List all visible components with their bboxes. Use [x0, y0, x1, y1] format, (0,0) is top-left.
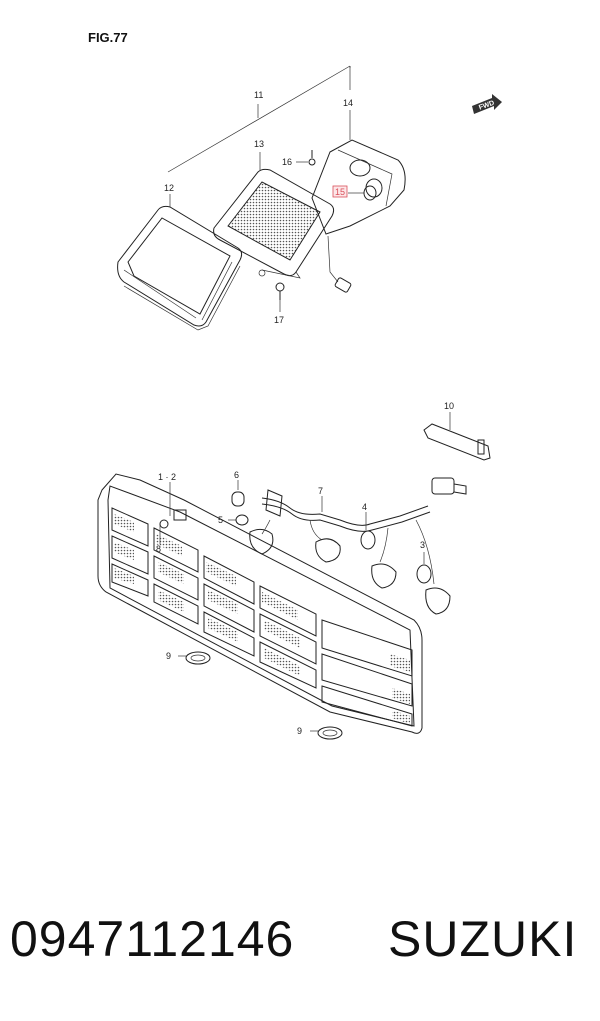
callout-11: 11 — [254, 90, 263, 100]
callout-9-lower: 9 — [297, 726, 302, 736]
brand-name: SUZUKI — [388, 911, 578, 967]
bulb-3 — [416, 552, 432, 584]
callout-15: 15 — [335, 187, 345, 197]
upper-lamp-assembly — [117, 65, 406, 331]
bulb-5 — [228, 514, 249, 526]
parts-diagram: FIG.77 FWD — [88, 30, 502, 740]
figure-label: FIG.77 — [88, 30, 128, 45]
wire-harness-7 — [249, 477, 467, 615]
bulb-15 — [348, 185, 377, 201]
screw-17 — [275, 282, 285, 312]
callout-17: 17 — [274, 315, 284, 325]
callout-4: 4 — [362, 502, 367, 512]
callout-7: 7 — [318, 486, 323, 496]
lower-grille-assembly — [97, 412, 491, 740]
grille-panel — [97, 473, 423, 734]
callout-3: 3 — [420, 540, 425, 550]
exploded-view-drawing: FIG.77 FWD — [88, 30, 502, 740]
bracket-10 — [423, 412, 491, 461]
callout-12: 12 — [164, 183, 174, 193]
forward-label: FWD — [478, 100, 495, 112]
footer-caption: 0947112146 SUZUKI — [0, 850, 600, 1021]
bulb-6 — [231, 480, 245, 507]
callout-8: 8 — [156, 544, 161, 554]
callout-13: 13 — [254, 139, 264, 149]
callout-labels: 11 14 13 16 15 12 17 10 1 · 2 6 7 5 8 4 … — [156, 90, 454, 736]
callout-16: 16 — [282, 157, 292, 167]
callout-6: 6 — [234, 470, 239, 480]
callout-15-highlight — [332, 185, 348, 198]
callout-14: 14 — [343, 98, 353, 108]
callout-1-2: 1 · 2 — [158, 472, 176, 482]
part-number: 0947112146 — [10, 911, 295, 967]
grommet-9-lower — [310, 726, 343, 740]
bulb-4 — [360, 512, 376, 550]
grille-cells — [111, 507, 413, 727]
grommet-9-upper — [178, 651, 211, 665]
callout-9-upper: 9 — [166, 651, 171, 661]
screw-16 — [296, 150, 316, 166]
callout-5: 5 — [218, 515, 223, 525]
bezel-frame — [117, 205, 243, 331]
callout-10: 10 — [444, 401, 454, 411]
lamp-housing — [311, 139, 406, 293]
lamp-lens — [213, 168, 335, 279]
forward-arrow-icon: FWD — [472, 94, 502, 114]
